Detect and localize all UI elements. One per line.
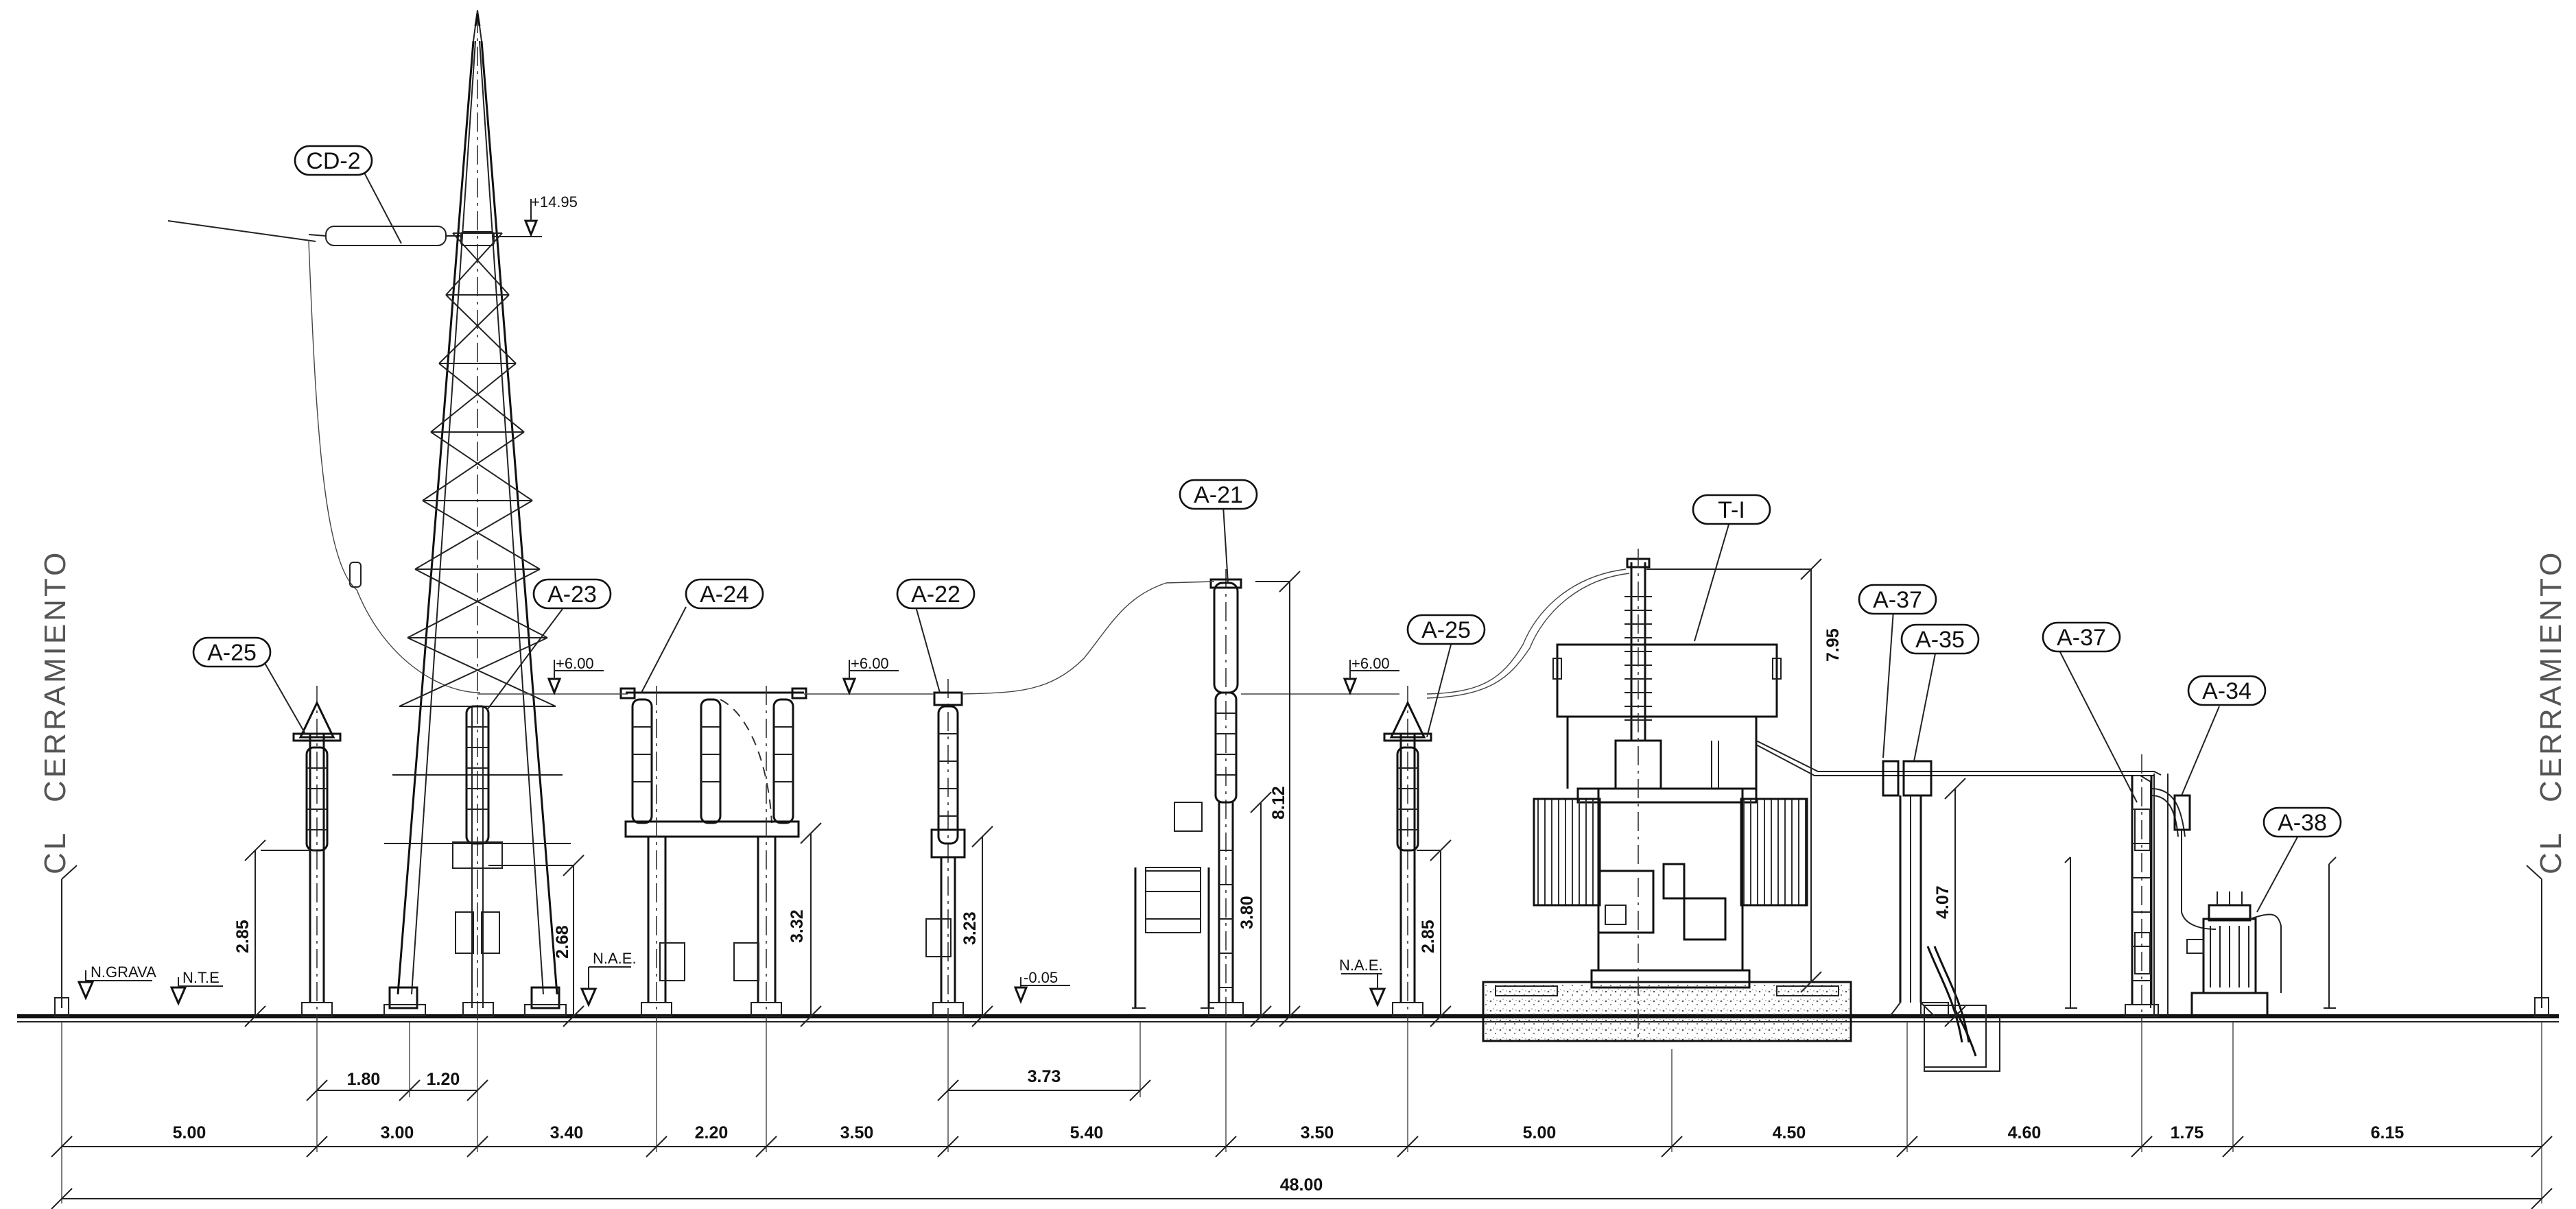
dim-chain-5: 5.40 — [1070, 1123, 1104, 1142]
dim-v268: 2.68 — [553, 925, 572, 959]
right-fence — [2526, 865, 2549, 1017]
tag-a23: A-23 — [532, 578, 612, 610]
dim-chain-4: 3.50 — [840, 1123, 874, 1142]
tag-a35-label: A-35 — [1915, 627, 1965, 653]
cable-trench — [1924, 1016, 2000, 1072]
dim-chain-6: 3.50 — [1301, 1123, 1334, 1142]
equipment-a21 — [1132, 569, 1244, 1022]
tag-a21-label: A-21 — [1194, 482, 1243, 508]
lattice-tower — [383, 10, 571, 1022]
tag-a24: A-24 — [685, 578, 764, 610]
horizontal-dimensions: 1.80 1.20 3.73 5.00 3.00 3.40 2.20 3.50 … — [51, 1022, 2553, 1209]
level-n-grava-label: N.GRAVA — [91, 963, 156, 981]
level-nae-1: N.A.E. — [580, 950, 637, 1007]
tag-a37-right: A-37 — [2042, 621, 2121, 653]
level-bus-1: +6.00 — [547, 655, 604, 696]
dim-v812: 8.12 — [1269, 786, 1288, 819]
equipment-a37-a34 — [2125, 754, 2217, 1022]
tag-leaders — [261, 171, 2300, 913]
left-fence — [54, 865, 78, 1017]
tag-a21: A-21 — [1179, 479, 1258, 510]
dim-chain-0: 5.00 — [173, 1123, 206, 1142]
tag-a34: A-34 — [2187, 675, 2267, 706]
incoming-line-conductor — [167, 220, 481, 693]
level-nae-2-label: N.A.E. — [1339, 957, 1383, 974]
vertical-dimensions: 2.85 2.68 3.32 3.23 3.80 8.12 2.85 7.95 … — [233, 558, 1966, 1027]
misc-posts — [2064, 857, 2337, 1009]
level-tower-top: +14.95 — [494, 193, 578, 238]
tag-t1-label: T-I — [1718, 497, 1745, 523]
dim-chain-10: 1.75 — [2171, 1123, 2204, 1142]
level-nte: N.T.E — [169, 969, 223, 1006]
dim-chain-9: 4.60 — [2008, 1123, 2042, 1142]
dim-chain-3: 2.20 — [695, 1123, 729, 1142]
tag-a24-label: A-24 — [700, 582, 749, 608]
equipment-a22 — [925, 679, 966, 1022]
tag-a38-label: A-38 — [2278, 810, 2327, 836]
level-bus-3-label: +6.00 — [1351, 655, 1390, 672]
level-tower-top-label: +14.95 — [531, 193, 578, 211]
equipment-a37-a35 — [1882, 760, 1987, 1068]
dim-chain-11: 6.15 — [2371, 1123, 2404, 1142]
equipment-a38 — [2186, 891, 2282, 1018]
level-bus-1-label: +6.00 — [556, 655, 594, 672]
tag-a25-left: A-25 — [192, 636, 272, 668]
dim-v285-right: 2.85 — [1419, 920, 1438, 953]
equipment-a24 — [619, 686, 807, 1022]
tag-a35: A-35 — [1900, 623, 1980, 655]
tower-feet — [383, 986, 567, 1016]
tag-a38: A-38 — [2262, 806, 2342, 838]
level-bus-2-label: +6.00 — [851, 655, 889, 672]
dim-v323: 3.23 — [960, 911, 980, 945]
dim-sub-373: 3.73 — [1028, 1067, 1061, 1086]
level-bus-2: +6.00 — [842, 655, 899, 696]
level-n-grava: N.GRAVA — [77, 963, 156, 1001]
level-nae-2: N.A.E. — [1339, 957, 1386, 1007]
tag-cd2-label: CD-2 — [306, 148, 360, 174]
dim-v380: 3.80 — [1238, 896, 1257, 929]
tag-t1: T-I — [1692, 494, 1771, 525]
tag-a37-right-label: A-37 — [2057, 625, 2106, 651]
tag-a22: A-22 — [896, 578, 976, 610]
dim-chain-1: 3.00 — [381, 1123, 414, 1142]
dim-sub-180: 1.80 — [347, 1070, 381, 1089]
dim-v795: 7.95 — [1823, 628, 1843, 662]
tag-a22-label: A-22 — [911, 582, 960, 608]
power-transformer-t1 — [1482, 549, 1852, 1042]
left-fence-label: CERRAMIENTO — [38, 550, 72, 802]
tag-a23-label: A-23 — [547, 582, 597, 608]
ladder-frame — [1132, 867, 1214, 1009]
dim-chain-2: 3.40 — [550, 1123, 584, 1142]
level-trench-label: -0.05 — [1024, 969, 1058, 986]
tag-a25-right-label: A-25 — [1421, 617, 1471, 643]
tag-cd2: CD-2 — [294, 145, 373, 176]
bus-conductors — [477, 568, 1630, 699]
level-bus-3: +6.00 — [1343, 655, 1399, 696]
equipment-a25-right — [1383, 686, 1432, 1022]
dim-chain-8: 4.50 — [1773, 1123, 1806, 1142]
dim-v285-left: 2.85 — [233, 920, 252, 953]
level-nte-label: N.T.E — [182, 969, 220, 986]
dim-chain-7: 5.00 — [1523, 1123, 1557, 1142]
tag-a37-left-label: A-37 — [1873, 587, 1922, 613]
equipment-a23 — [452, 705, 503, 1017]
left-centerline-label: CL — [38, 830, 72, 874]
dim-v407: 4.07 — [1933, 885, 1952, 919]
tag-a25-right: A-25 — [1406, 614, 1486, 645]
right-fence-label: CERRAMIENTO — [2534, 550, 2568, 802]
dim-total: 48.00 — [1280, 1175, 1323, 1195]
right-centerline-label: CL — [2534, 830, 2568, 874]
tag-a37-left: A-37 — [1858, 584, 1937, 615]
tag-a34-label: A-34 — [2202, 678, 2252, 704]
dim-v332: 3.32 — [788, 909, 807, 943]
level-nae-1-label: N.A.E. — [593, 950, 637, 967]
equipment-a25-left — [292, 686, 342, 1022]
level-trench: -0.05 — [1013, 969, 1070, 1005]
dim-sub-120: 1.20 — [427, 1070, 460, 1089]
tag-a25-left-label: A-25 — [207, 640, 257, 666]
